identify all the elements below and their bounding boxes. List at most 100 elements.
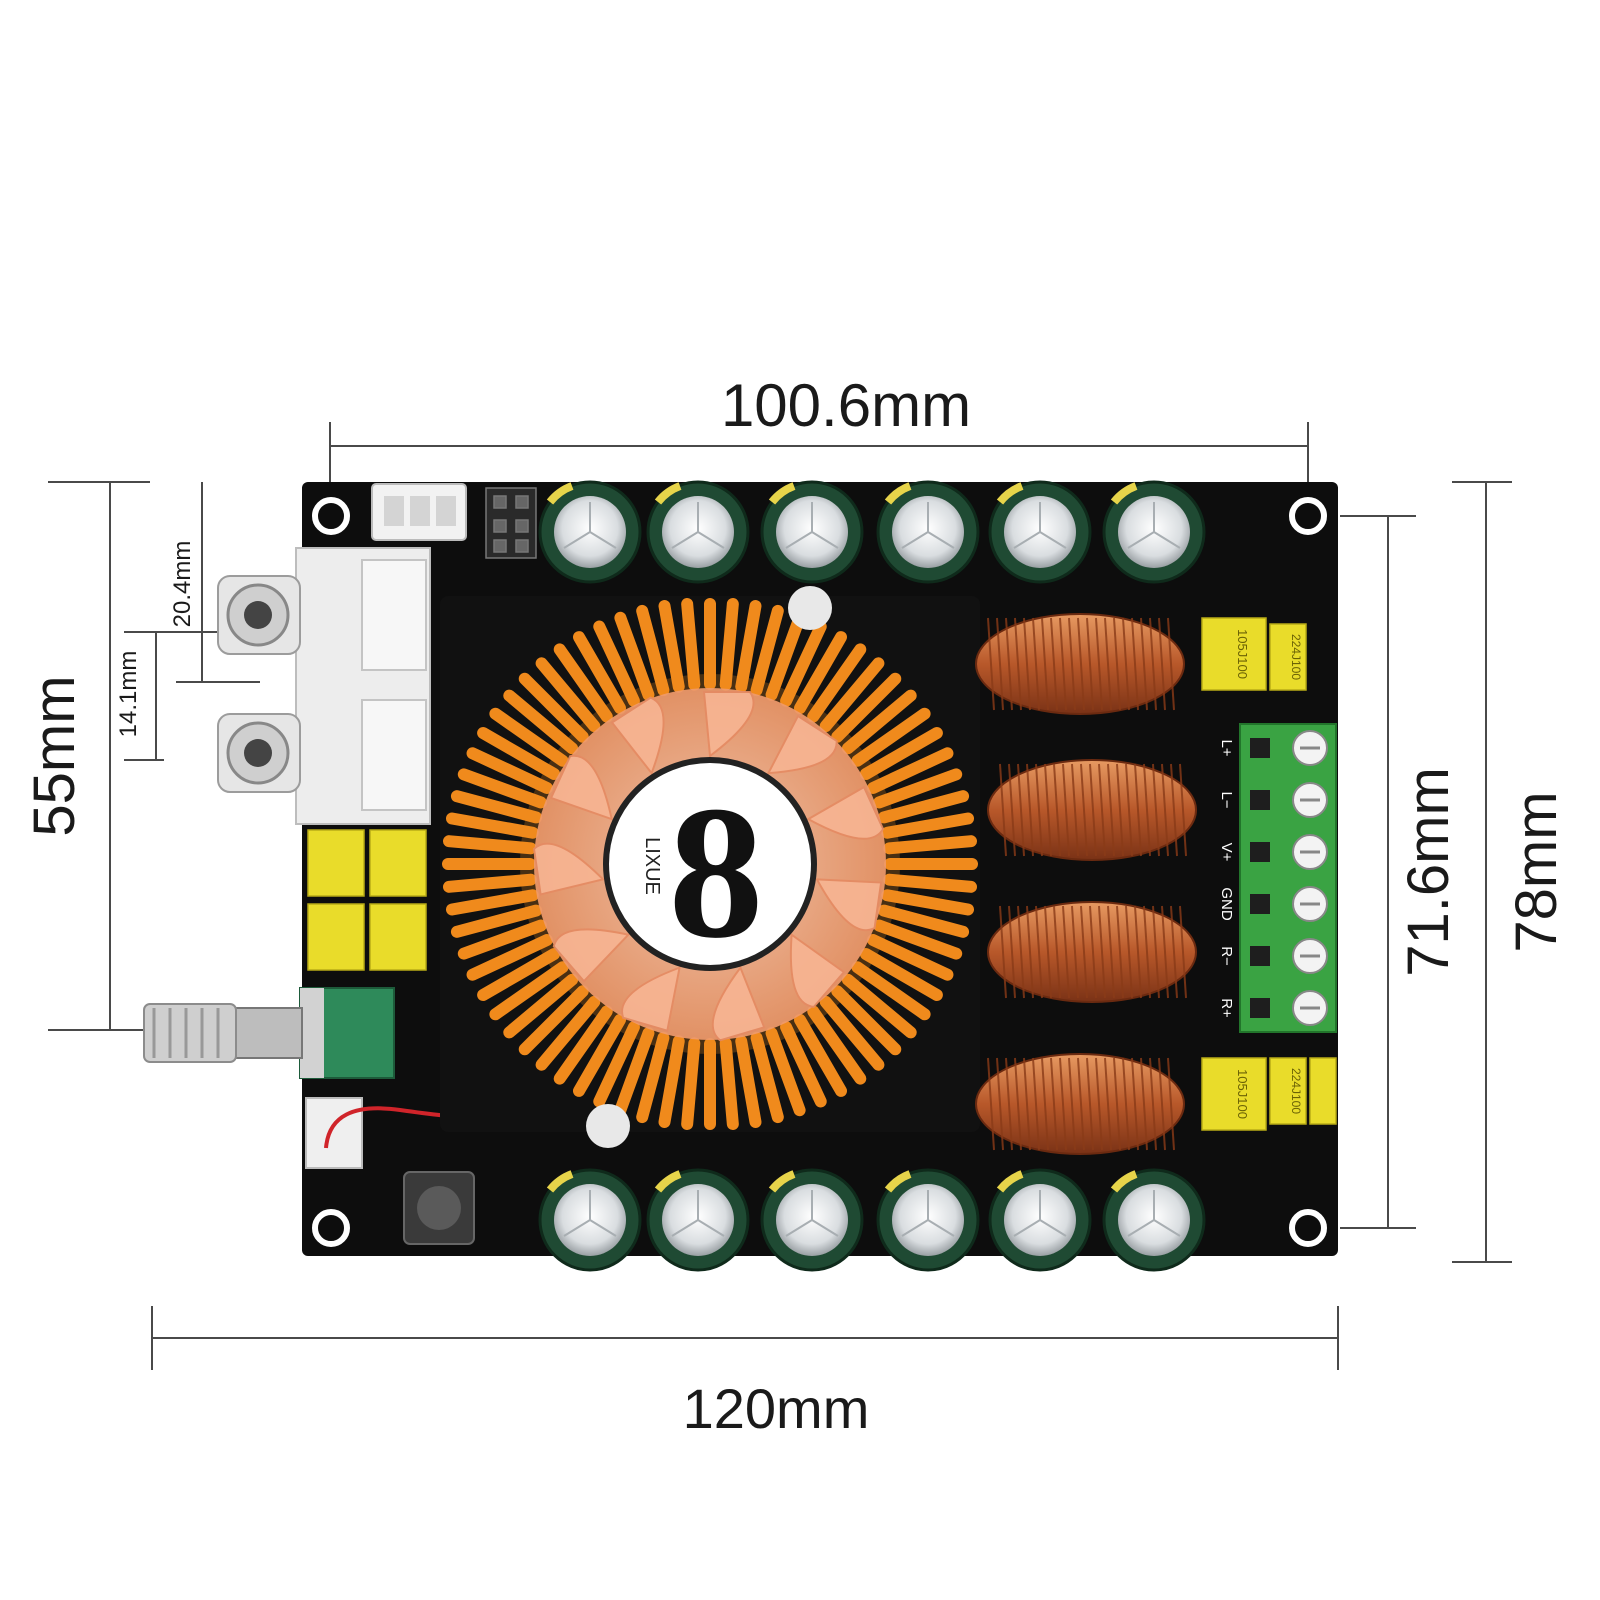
toroidal-inductor — [975, 613, 1185, 715]
heatsink-fin — [442, 873, 537, 893]
heatsink-fin — [681, 1037, 701, 1130]
heatsink-fin — [457, 919, 547, 960]
heatsink-fin — [735, 599, 762, 693]
dimension-right-outer-label: 78mm — [1504, 791, 1569, 952]
pin-header — [485, 487, 537, 559]
heatsink-fin — [719, 598, 739, 691]
heatsink-fin — [867, 934, 954, 981]
heatsink-fin — [750, 1031, 784, 1124]
terminal-slot — [1250, 790, 1270, 810]
terminal-label: R+ — [1218, 998, 1235, 1018]
heatsink-fin — [445, 812, 539, 839]
heatsink-fin — [841, 973, 917, 1039]
heatsink-fin — [881, 889, 975, 916]
film-cap-label: 224J100 — [1289, 1068, 1303, 1114]
heatsink-fin — [881, 812, 975, 839]
heatsink-fin — [859, 727, 943, 780]
terminal-slot — [1250, 842, 1270, 862]
terminal-label: GND — [1218, 887, 1235, 921]
film-cap-label: 105J100 — [1235, 629, 1250, 679]
film-cap-label: 105J100 — [1235, 1069, 1250, 1119]
fan-blade — [789, 932, 846, 1008]
heatsink-fin — [780, 620, 827, 707]
electrolytic-capacitor — [760, 1168, 864, 1272]
heatsink-fin — [867, 747, 954, 794]
fan-logo-text: LIXUE — [641, 837, 663, 895]
toroidal-inductor — [987, 759, 1197, 861]
volume-potentiometer — [143, 987, 395, 1079]
heatsink-fin — [765, 611, 806, 701]
cooling-fan: 8 LIXUE — [532, 586, 886, 1148]
heatsink-fin — [553, 643, 613, 723]
electrolytic-capacitor — [646, 1168, 750, 1272]
heatsink-fin — [450, 904, 543, 938]
heatsink-fin — [883, 873, 978, 893]
electrolytic-capacitor — [538, 480, 642, 584]
heatsink-fin — [466, 934, 553, 981]
fan-blade — [532, 842, 606, 896]
heatsink-fin — [851, 707, 931, 767]
led-connector — [305, 1097, 363, 1169]
electrolytic-capacitor — [1102, 1168, 1206, 1272]
heatsink-fin — [807, 1005, 867, 1085]
toroidal-inductor — [987, 901, 1197, 1003]
capacitors-top — [538, 480, 1206, 584]
dimension-lines — [48, 422, 1512, 1370]
electrolytic-capacitor — [760, 480, 864, 584]
terminal-slot — [1250, 894, 1270, 914]
heatsink-fin — [750, 604, 784, 697]
fan-logo-glyph: 8 — [669, 768, 764, 978]
heatsink-fin — [553, 1005, 613, 1085]
fan-blade — [766, 714, 838, 775]
heatsink-fin — [807, 643, 867, 723]
heatsink-fin — [841, 689, 917, 755]
heatsink-fin — [681, 598, 701, 691]
heatsink-fin — [503, 973, 579, 1039]
terminal-slot — [1250, 738, 1270, 758]
heatsink-fin — [883, 835, 978, 855]
heatsink-fin — [831, 672, 902, 743]
dimension-top-label: 100.6mm — [721, 372, 971, 439]
fan-blade — [815, 878, 883, 932]
terminal-label: V+ — [1218, 843, 1235, 862]
heatsink-fin — [477, 948, 561, 1001]
heatsink-fin — [877, 904, 970, 938]
electrolytic-capacitor — [1102, 480, 1206, 584]
electrolytic-capacitor — [988, 1168, 1092, 1272]
heatsink-fin — [765, 1027, 806, 1117]
heatsink-fin — [873, 768, 963, 809]
dimension-left-204-label: 20.4mm — [169, 541, 196, 628]
heatsink-fin — [794, 1013, 847, 1097]
terminal-slot — [1250, 946, 1270, 966]
heatsink-fin — [593, 1021, 640, 1108]
heatsink-fin — [819, 995, 885, 1071]
heatsink-fin — [719, 1037, 739, 1130]
heatsink-fin — [735, 1035, 762, 1129]
heatsink-fin — [518, 985, 589, 1056]
heatsink-fin — [573, 1013, 626, 1097]
fan-logo-icon: 8 LIXUE — [641, 768, 764, 978]
toroidal-inductor — [975, 1053, 1185, 1155]
film-capacitors-right: 105J100 224J100 105J100 224J100 — [1201, 617, 1337, 1131]
electrolytic-capacitor — [538, 1168, 642, 1272]
dimension-bottom-label: 120mm — [683, 1377, 870, 1440]
heatsink-fin — [658, 599, 685, 693]
terminal-label: R− — [1218, 946, 1235, 966]
heatsink-fin — [873, 919, 963, 960]
electrolytic-capacitor — [988, 480, 1092, 584]
heatsink-fin — [573, 631, 626, 715]
heatsink-fin — [489, 707, 569, 767]
heatsink-fin — [445, 889, 539, 916]
heatsink-fin — [636, 1031, 670, 1124]
heatsink-fin — [535, 995, 601, 1071]
fan-blade — [702, 691, 755, 758]
heatsink-fin — [518, 672, 589, 743]
dimension-left-55-label: 55mm — [22, 675, 87, 836]
speaker-terminal-block — [1239, 723, 1337, 1033]
terminal-label: L− — [1218, 791, 1235, 808]
heatsink-fin — [819, 657, 885, 733]
mounting-hole-icon — [312, 497, 1327, 1247]
electrolytic-capacitor — [876, 1168, 980, 1272]
